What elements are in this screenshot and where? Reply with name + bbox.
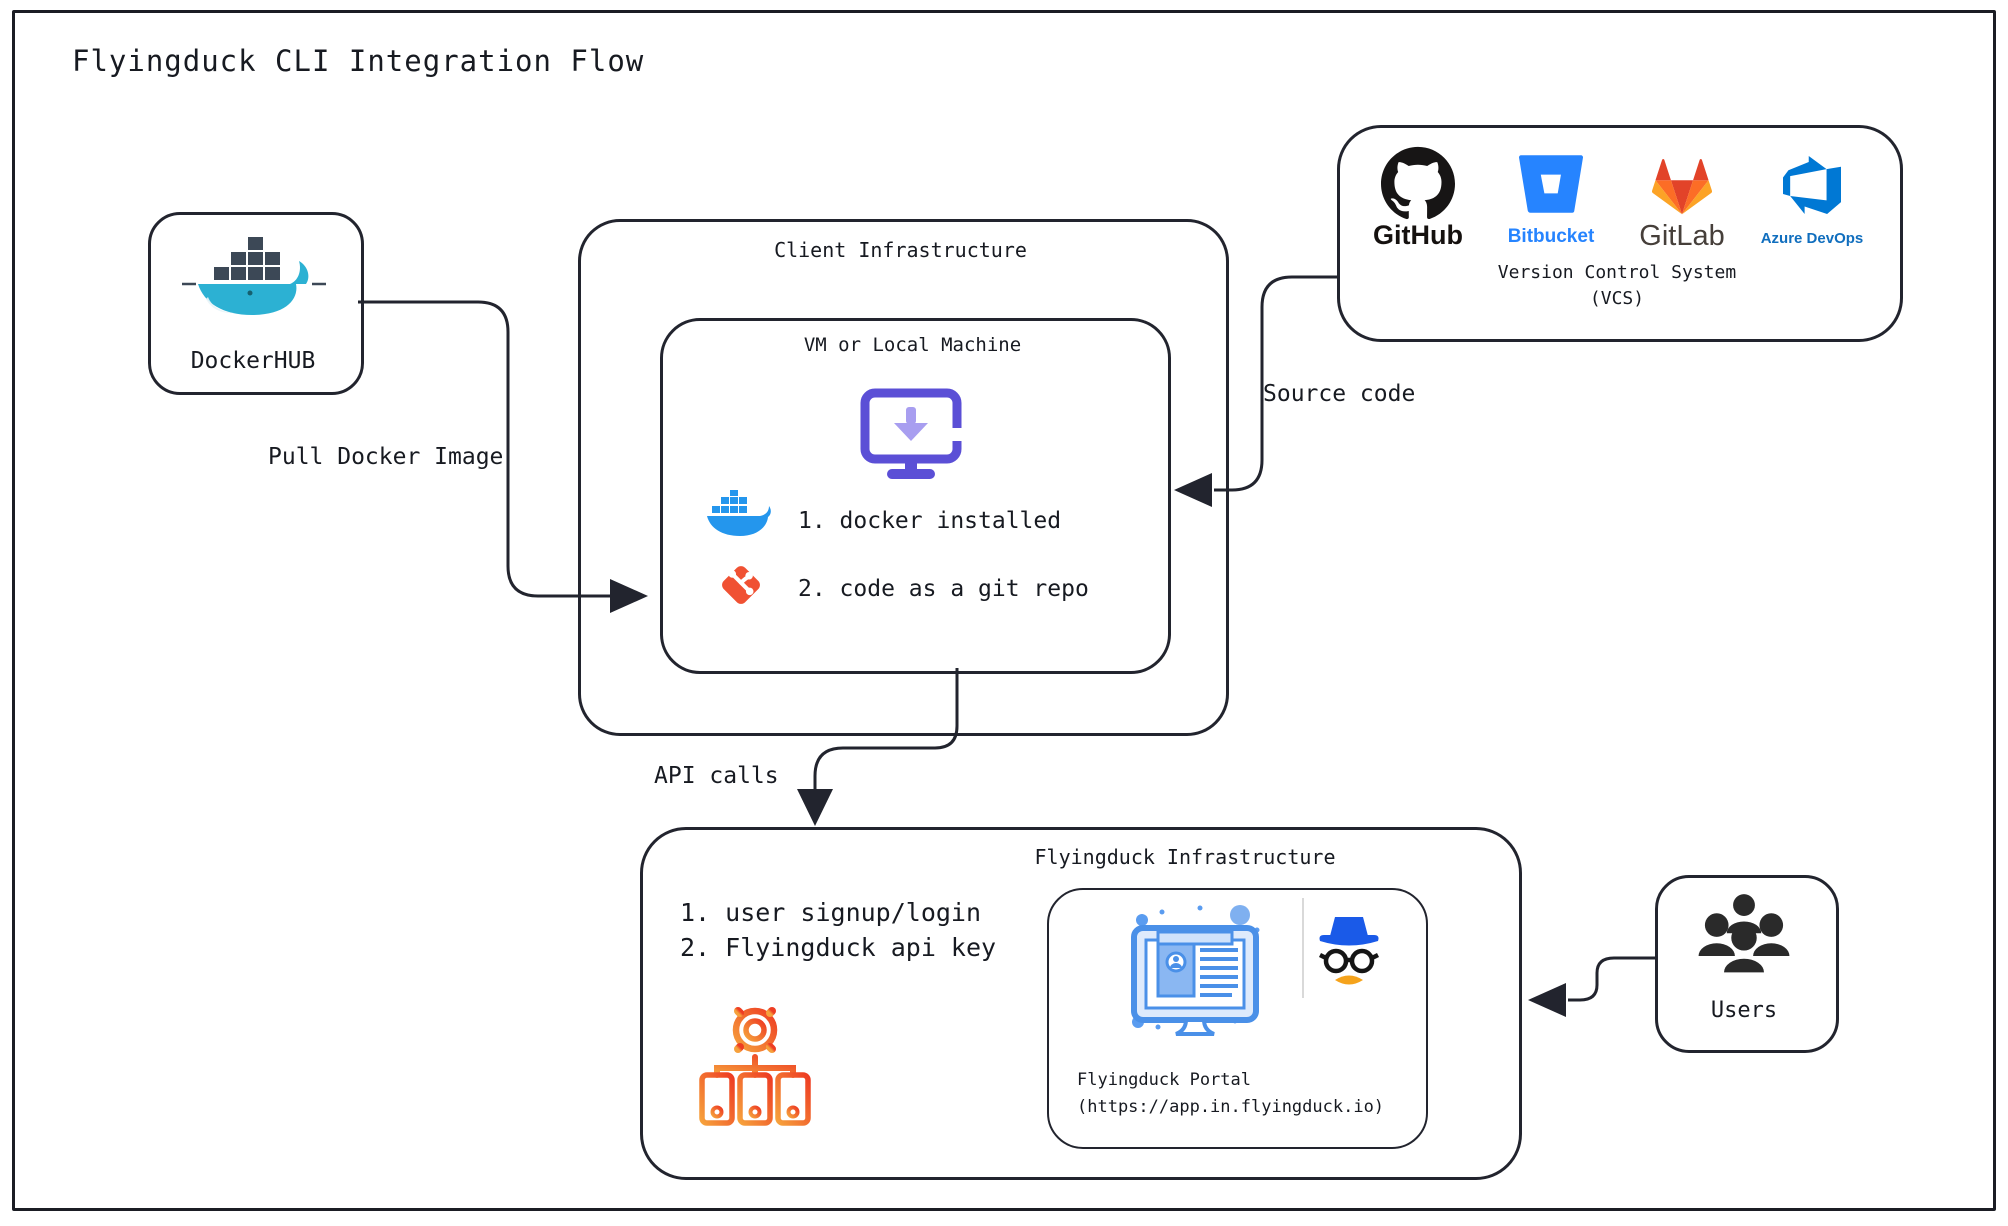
git-icon bbox=[712, 556, 770, 614]
docker-icon bbox=[704, 490, 772, 546]
vcs-provider-label: GitHub bbox=[1373, 220, 1463, 250]
edge-label-source-code: Source code bbox=[1263, 381, 1416, 407]
github-icon bbox=[1381, 146, 1455, 220]
monitor-download-icon bbox=[856, 386, 966, 482]
vcs-provider-azure-devops: Azure DevOps bbox=[1744, 156, 1880, 247]
vcs-provider-label: GitLab bbox=[1639, 220, 1725, 252]
vm-item-git: 2. code as a git repo bbox=[798, 576, 1089, 602]
node-flyingduck-portal bbox=[1047, 888, 1428, 1149]
client-infrastructure-label: Client Infrastructure bbox=[774, 238, 1027, 262]
azure-devops-icon bbox=[1783, 156, 1841, 214]
vcs-provider-gitlab: GitLab bbox=[1614, 150, 1750, 253]
vm-label: VM or Local Machine bbox=[803, 334, 1022, 356]
flyingduck-infrastructure-label: Flyingduck Infrastructure bbox=[1034, 845, 1336, 869]
edge-label-pull-docker-image: Pull Docker Image bbox=[268, 444, 504, 470]
users-group-icon bbox=[1694, 886, 1794, 986]
node-users bbox=[1655, 875, 1839, 1053]
vcs-caption-line1: Version Control System bbox=[1497, 262, 1737, 283]
flyingduck-item-apikey: 2. Flyingduck api key bbox=[680, 933, 997, 962]
docker-whale-icon bbox=[178, 231, 328, 331]
page-title: Flyingduck CLI Integration Flow bbox=[72, 44, 645, 78]
flyingduck-item-signup: 1. user signup/login bbox=[680, 898, 982, 927]
portal-divider bbox=[1302, 898, 1304, 998]
dockerhub-label: DockerHUB bbox=[190, 348, 316, 374]
vcs-provider-label: Azure DevOps bbox=[1760, 230, 1864, 247]
portal-dashboard-icon bbox=[1120, 900, 1270, 1045]
node-flyingduck-infrastructure bbox=[640, 827, 1522, 1180]
bitbucket-icon bbox=[1518, 155, 1583, 213]
vcs-caption-line2: (VCS) bbox=[1589, 288, 1645, 309]
users-label: Users bbox=[1710, 998, 1778, 1023]
vcs-provider-label: Bitbucket bbox=[1507, 226, 1595, 247]
gitlab-icon bbox=[1651, 158, 1713, 215]
vcs-provider-bitbucket: Bitbucket bbox=[1485, 152, 1617, 248]
edge-label-api-calls: API calls bbox=[654, 763, 779, 789]
server-cluster-gear-icon bbox=[690, 995, 825, 1130]
diagram-border bbox=[12, 10, 1996, 1211]
vm-item-docker: 1. docker installed bbox=[798, 508, 1062, 534]
vcs-provider-github: GitHub bbox=[1352, 146, 1484, 251]
duck-incognito-icon bbox=[1318, 913, 1380, 991]
portal-caption-line1: Flyingduck Portal bbox=[1077, 1070, 1251, 1090]
portal-caption-line2: (https://app.in.flyingduck.io) bbox=[1077, 1097, 1385, 1117]
node-vcs bbox=[1337, 125, 1903, 342]
